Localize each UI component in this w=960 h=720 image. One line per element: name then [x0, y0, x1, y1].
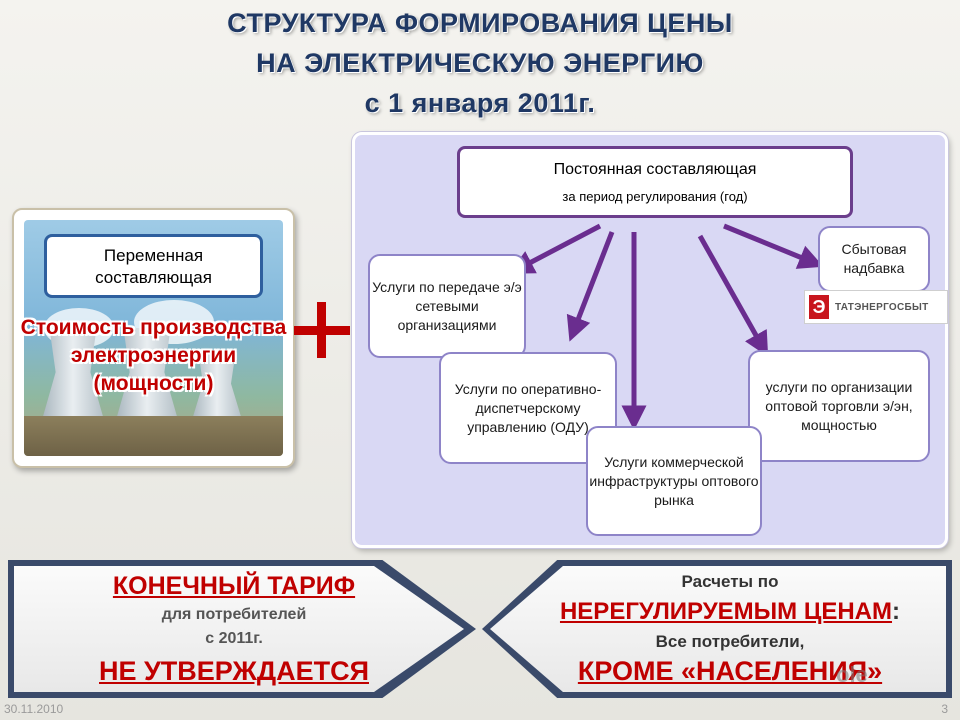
sales-markup-box: Сбытовая надбавка: [818, 226, 930, 292]
sales-markup-text: Сбытовая надбавка: [841, 241, 907, 276]
tatenergosbyt-logo: Э ТАТЭНЕРГОСБЫТ: [804, 290, 948, 324]
wholesale-services-box: услуги по организации оптовой торговли э…: [748, 350, 930, 462]
for-consumers-text: для потребителей: [161, 606, 307, 623]
final-tariff-banner: [14, 566, 464, 692]
constant-component-subtitle: за период регулирования (год): [562, 189, 748, 204]
commercial-infrastructure-box: Услуги коммерческой инфраструктуры оптов…: [586, 426, 762, 536]
not-approved-text: НЕ УТВЕРЖДАЕТСЯ: [99, 656, 369, 686]
page-number: 3: [941, 702, 948, 716]
unregulated-prices-colon: :: [892, 598, 901, 625]
watermark: ole: [836, 662, 868, 687]
unregulated-prices-heading: НЕРЕГУЛИРУЕМЫМ ЦЕНАМ:: [520, 598, 940, 626]
variable-component-panel: Переменная составляющая Стоимость произв…: [12, 208, 295, 468]
settlements-text: Расчеты по: [681, 572, 779, 591]
commercial-infrastructure-text: Услуги коммерческой инфраструктуры оптов…: [589, 453, 759, 508]
transmission-services-text: Услуги по передаче э/э сетевыми организа…: [372, 278, 522, 333]
variable-component-label: Переменная составляющая: [44, 234, 263, 298]
transmission-services-box: Услуги по передаче э/э сетевыми организа…: [368, 254, 526, 358]
footer-date: 30.11.2010: [4, 702, 64, 716]
generation-cost-text: Стоимость производства электроэнергии (м…: [20, 316, 287, 395]
dispatch-services-text: Услуги по оперативно-диспетчерскому упра…: [454, 380, 602, 435]
plus-icon: [294, 302, 350, 358]
logo-text: ТАТЭНЕРГОСБЫТ: [835, 301, 929, 313]
except-population-text: КРОМЕ «НАСЕЛЕНИЯ»: [577, 656, 883, 686]
dispatch-services-box: Услуги по оперативно-диспетчерскому упра…: [439, 352, 617, 464]
slide-title-line2: НА ЭЛЕКТРИЧЕСКУЮ ЭНЕРГИЮ: [256, 48, 704, 78]
logo-mark-icon: Э: [809, 295, 829, 319]
since-2011-text: с 2011г.: [205, 630, 263, 647]
constant-component-box: Постоянная составляющая за период регули…: [457, 146, 853, 218]
all-consumers-text: Все потребители,: [655, 632, 805, 651]
unregulated-prices-banner: [490, 566, 946, 692]
final-tariff-heading: КОНЕЧНЫЙ ТАРИФ: [112, 572, 356, 600]
unregulated-prices-text: НЕРЕГУЛИРУЕМЫМ ЦЕНАМ: [559, 598, 893, 625]
wholesale-services-text: услуги по организации оптовой торговли э…: [765, 378, 913, 433]
slide-title-line1: СТРУКТУРА ФОРМИРОВАНИЯ ЦЕНЫ: [227, 8, 733, 38]
slide-title-line3: с 1 января 2011г.: [364, 88, 596, 118]
constant-component-title: Постоянная составляющая: [553, 161, 757, 178]
